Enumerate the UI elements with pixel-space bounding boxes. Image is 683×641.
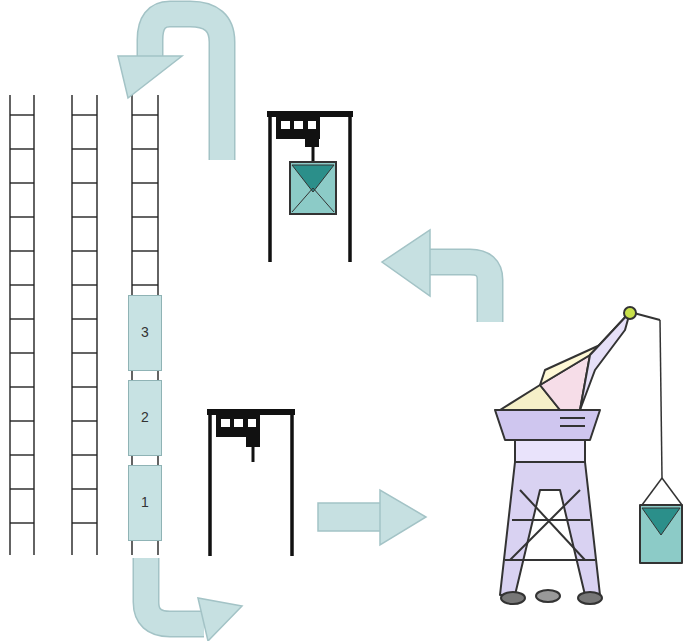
- rail-sleeper: [10, 182, 34, 183]
- gantry-crane: [267, 111, 353, 262]
- rail-sleeper: [72, 522, 97, 523]
- wagon-number: 2: [141, 410, 149, 425]
- arrow-head: [198, 598, 242, 641]
- rail-sleeper: [132, 284, 158, 285]
- rail-sleeper: [10, 318, 34, 319]
- wagon-number: 3: [141, 325, 149, 340]
- arrow-body: [428, 262, 490, 322]
- rail-sleeper: [10, 216, 34, 217]
- rail-sleeper: [72, 114, 97, 115]
- rail-sleeper: [72, 488, 97, 489]
- rail-sleeper: [10, 386, 34, 387]
- rail-sleeper: [72, 182, 97, 183]
- rail: [96, 95, 97, 555]
- arrow-head: [382, 230, 430, 296]
- rail-sleeper: [72, 420, 97, 421]
- rail-sleeper: [72, 216, 97, 217]
- rail-sleeper: [132, 148, 158, 149]
- rail-sleeper: [10, 420, 34, 421]
- flow-arrow: [118, 14, 222, 160]
- rail-wagon: 3: [128, 295, 162, 371]
- rail-sleeper: [72, 284, 97, 285]
- arrow-body: [146, 558, 204, 624]
- rail-wagon: 1: [128, 465, 162, 541]
- rail-sleeper: [72, 148, 97, 149]
- rail-sleeper: [72, 318, 97, 319]
- rail-sleeper: [72, 454, 97, 455]
- rail: [9, 95, 10, 555]
- flow-arrow: [146, 558, 242, 641]
- rail-sleeper: [10, 454, 34, 455]
- rail-sleeper: [72, 386, 97, 387]
- arrow-head: [118, 56, 182, 98]
- rail-sleeper: [132, 216, 158, 217]
- rail-sleeper: [132, 250, 158, 251]
- rail-sleeper: [10, 284, 34, 285]
- rail-sleeper: [72, 250, 97, 251]
- arrow-body: [150, 14, 222, 160]
- rail-sleeper: [10, 250, 34, 251]
- rail-sleeper: [132, 182, 158, 183]
- port-crane: [495, 307, 682, 604]
- arrow-outline: [150, 14, 222, 160]
- rail-sleeper: [10, 352, 34, 353]
- rail-wagon: 2: [128, 380, 162, 456]
- wagon-number: 1: [141, 495, 149, 510]
- arrow-head: [380, 490, 426, 545]
- rail-sleeper: [10, 488, 34, 489]
- rail-sleeper: [10, 148, 34, 149]
- arrow-outline: [428, 262, 490, 322]
- flow-arrow: [382, 230, 490, 322]
- rail-sleeper: [72, 352, 97, 353]
- rail-sleeper: [10, 114, 34, 115]
- gantry-crane: [207, 409, 295, 556]
- arrow-outline: [146, 558, 204, 624]
- rail: [71, 95, 72, 555]
- flow-arrow: [318, 490, 426, 545]
- rail-sleeper: [132, 114, 158, 115]
- rail-sleeper: [10, 522, 34, 523]
- arrow-body: [318, 503, 382, 531]
- rail: [33, 95, 34, 555]
